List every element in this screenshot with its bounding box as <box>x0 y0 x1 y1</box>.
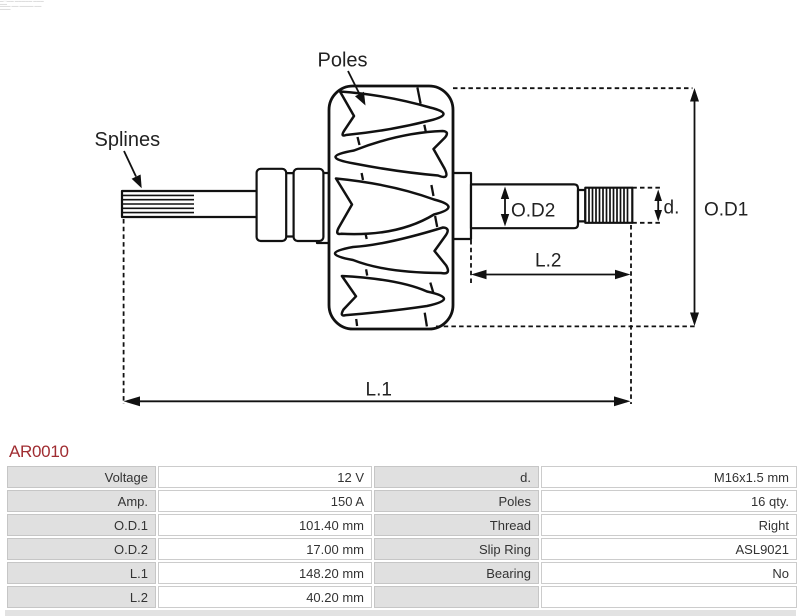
svg-text:L.1: L.1 <box>366 380 392 401</box>
svg-text:O.D1: O.D1 <box>704 200 748 221</box>
svg-text:O.D2: O.D2 <box>511 201 555 222</box>
svg-text:d.: d. <box>664 198 680 219</box>
svg-text:Poles: Poles <box>318 50 368 72</box>
svg-text:L.2: L.2 <box>535 251 561 272</box>
svg-text:Splines: Splines <box>95 129 161 151</box>
